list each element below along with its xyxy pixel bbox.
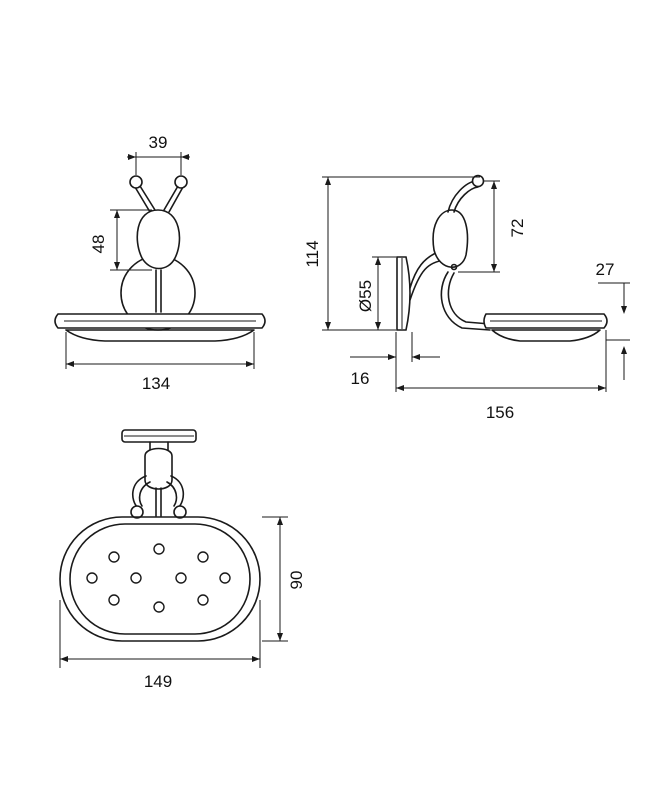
dim-156-arrow-left — [396, 385, 404, 391]
dim-55-arrow-bottom — [375, 322, 381, 330]
side-neck-upper — [409, 259, 446, 301]
dim-48-label: 48 — [89, 235, 108, 254]
front-arm-right-b — [168, 186, 184, 213]
dim-16-arrow-left — [388, 354, 396, 360]
dim-149-arrow-right — [252, 656, 260, 662]
dim-48-arrow-bottom — [114, 262, 120, 270]
dim-39-arrow-left — [128, 154, 136, 160]
side-arm-b — [447, 272, 491, 325]
top-body — [144, 447, 173, 490]
dim-114-arrow-bottom — [325, 322, 331, 330]
dim-27-arrow-top — [621, 306, 627, 314]
drain-hole — [86, 572, 98, 584]
dim-48-arrow-top — [114, 210, 120, 218]
side-rosette — [396, 256, 411, 331]
dim-134-arrow-right — [246, 361, 254, 367]
dim-16-label: 16 — [351, 369, 370, 388]
side-screw — [450, 263, 458, 271]
front-ball-right — [174, 175, 188, 189]
dim-55-label: Ø55 — [356, 280, 375, 312]
dim-39-label: 39 — [149, 133, 168, 152]
top-dish-inner — [69, 523, 251, 635]
dim-156-arrow-right — [598, 385, 606, 391]
dim-134-label: 134 — [142, 374, 170, 393]
dim-72-label: 72 — [508, 219, 527, 238]
side-hook-b — [453, 186, 479, 213]
dim-149-label: 149 — [144, 672, 172, 691]
dim-27-arrow-bottom — [621, 346, 627, 354]
front-dish-bowl — [65, 329, 255, 342]
drain-hole — [197, 551, 209, 563]
front-view: 39 48 134 — [54, 133, 266, 393]
dim-114-arrow-top — [325, 177, 331, 185]
top-arm-right-a — [170, 475, 185, 509]
front-body — [136, 209, 181, 270]
dim-149-arrow-left — [60, 656, 68, 662]
top-ball-right — [173, 505, 187, 519]
top-ball-left — [130, 505, 144, 519]
top-arm-right-b — [166, 481, 178, 507]
dim-156-label: 156 — [486, 403, 514, 422]
drain-hole — [130, 572, 142, 584]
top-arm-left-b — [138, 481, 151, 507]
front-arm-left-a — [134, 186, 151, 213]
top-view: 90 149 — [59, 429, 306, 691]
side-arm-a — [440, 271, 491, 331]
top-arm-left-a — [131, 475, 147, 509]
front-ball-left — [129, 175, 143, 189]
dim-134-arrow-left — [66, 361, 74, 367]
dim-39-arrow-right — [181, 154, 189, 160]
dim-90-arrow-top — [277, 517, 283, 525]
drain-hole — [153, 543, 165, 555]
drain-hole — [219, 572, 231, 584]
dim-72-arrow-top — [491, 181, 497, 189]
front-arm-left-b — [139, 185, 156, 211]
side-body — [432, 209, 469, 268]
drain-hole — [108, 594, 120, 606]
dim-27-label: 27 — [596, 260, 615, 279]
dim-55-arrow-top — [375, 257, 381, 265]
dim-114-label: 114 — [303, 240, 322, 267]
front-arm-right-a — [163, 185, 179, 211]
drain-hole — [153, 601, 165, 613]
dim-90-label: 90 — [287, 571, 306, 590]
drain-hole — [197, 594, 209, 606]
drain-hole — [108, 551, 120, 563]
dim-16-arrow-right — [412, 354, 420, 360]
side-hook-ball — [471, 174, 485, 188]
drain-hole — [175, 572, 187, 584]
side-dish-bowl — [491, 329, 601, 342]
dim-90-arrow-bottom — [277, 633, 283, 641]
dim-72-arrow-bottom — [491, 264, 497, 272]
top-dish-outer — [59, 516, 261, 642]
side-view: 114 72 Ø55 16 156 27 — [303, 174, 630, 422]
